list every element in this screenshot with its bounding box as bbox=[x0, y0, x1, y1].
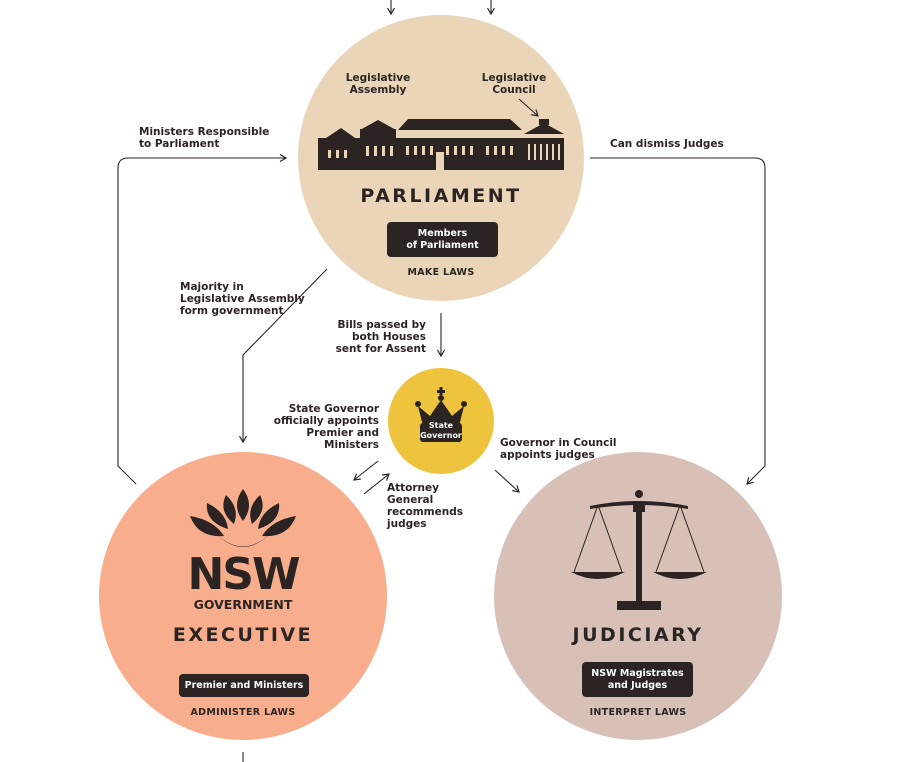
governor-appoints-label: State Governor officially appoints Premi… bbox=[273, 403, 379, 451]
judiciary-title: JUDICIARY bbox=[572, 624, 704, 646]
parliament-title: PARLIAMENT bbox=[360, 185, 522, 207]
bills-passed-label: Bills passed by both Houses sent for Ass… bbox=[335, 319, 426, 355]
members-of-parliament-pill: Members of Parliament bbox=[387, 222, 498, 257]
arrow-governor-executive bbox=[353, 460, 379, 481]
magistrates-and-judges-pill: NSW Magistrates and Judges bbox=[582, 662, 693, 697]
executive-circle bbox=[99, 452, 387, 740]
arrow-majority bbox=[238, 268, 328, 444]
interpret-laws-label: INTERPRET LAWS bbox=[589, 707, 687, 718]
arrow-ministers bbox=[117, 153, 288, 485]
crown-icon bbox=[415, 387, 467, 442]
make-laws-label: MAKE LAWS bbox=[407, 267, 475, 278]
arrow-council-pointer bbox=[518, 98, 539, 117]
administer-laws-label: ADMINISTER LAWS bbox=[190, 707, 296, 718]
attorney-general-label: Attorney General recommends judges bbox=[387, 482, 463, 530]
can-dismiss-judges-label: Can dismiss Judges bbox=[610, 138, 724, 150]
arrow-governor-judiciary bbox=[494, 469, 520, 493]
state-governor-label: State Governor bbox=[420, 421, 462, 440]
parliament-building-icon bbox=[318, 119, 564, 170]
governor-in-council-label: Governor in Council appoints judges bbox=[500, 437, 617, 461]
majority-label: Majority in Legislative Assembly form go… bbox=[180, 281, 305, 317]
legislative-assembly-label: Legislative Assembly bbox=[345, 72, 411, 96]
waratah-icon bbox=[190, 489, 296, 547]
legislative-council-label: Legislative Council bbox=[481, 72, 547, 96]
arrow-dismiss bbox=[590, 157, 766, 485]
nsw-logo-word: NSW bbox=[187, 549, 300, 600]
nsw-logo-sub: GOVERNMENT bbox=[193, 597, 293, 612]
arrow-attorney bbox=[363, 473, 390, 495]
scales-icon bbox=[571, 490, 707, 610]
executive-title: EXECUTIVE bbox=[172, 624, 314, 646]
ministers-responsible-label: Ministers Responsible to Parliament bbox=[139, 126, 270, 150]
premier-and-ministers-pill: Premier and Ministers bbox=[179, 674, 309, 697]
